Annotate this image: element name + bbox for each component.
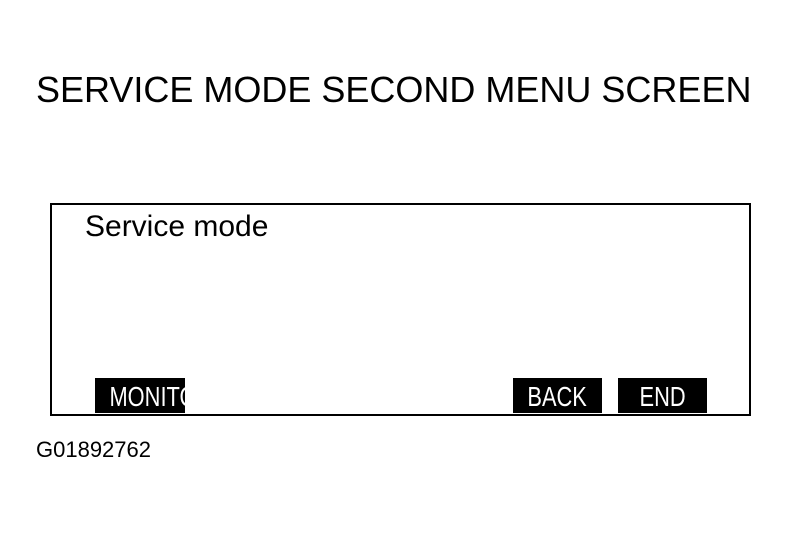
back-button[interactable]: BACK bbox=[513, 378, 602, 413]
monitor-button[interactable]: MONITOR bbox=[95, 378, 185, 413]
monitor-button-label: MONITOR bbox=[109, 381, 185, 412]
page-title: SERVICE MODE SECOND MENU SCREEN bbox=[36, 69, 752, 110]
figure-code: G01892762 bbox=[36, 437, 151, 462]
end-button[interactable]: END bbox=[618, 378, 707, 413]
back-button-label: BACK bbox=[527, 381, 588, 412]
end-button-label: END bbox=[639, 381, 686, 412]
screen-heading: Service mode bbox=[85, 210, 269, 243]
service-mode-screen: Service mode MONITOR BACK END bbox=[50, 203, 751, 416]
